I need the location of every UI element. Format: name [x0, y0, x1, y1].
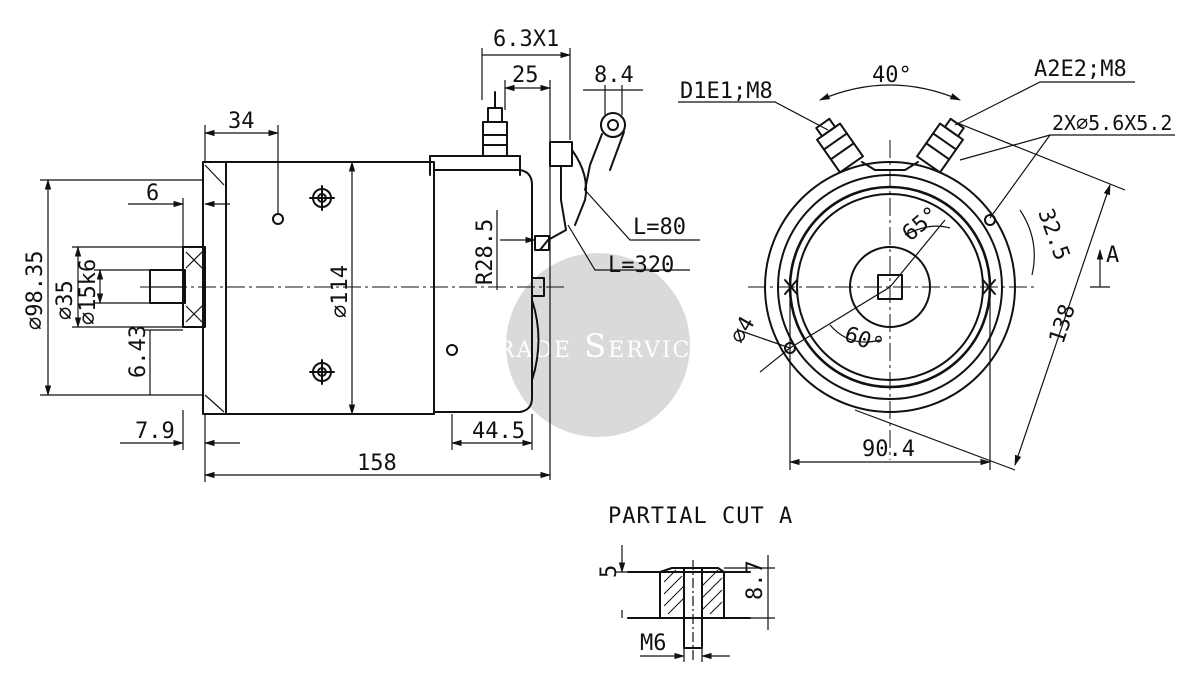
- dim-8-4: 8.4: [594, 63, 634, 88]
- dim-5: 5: [597, 565, 622, 578]
- motor-housing: [225, 161, 435, 415]
- terminal-post: [482, 91, 508, 157]
- dim-dia-35: ⌀35: [53, 280, 78, 320]
- dim-6-3x1: 6.3X1: [493, 27, 559, 52]
- terminal-d1e1: [815, 117, 864, 174]
- dim-dia-15k6: ⌀15k6: [76, 259, 101, 325]
- dim-40deg: 40°: [872, 63, 912, 88]
- side-view: 6.3X1 25 34 6 ⌀98.35 ⌀35 ⌀15k6 6.43 ⌀114…: [23, 27, 700, 482]
- dim-44-5: 44.5: [472, 419, 525, 444]
- dim-34: 34: [228, 109, 255, 134]
- dim-90-4: 90.4: [862, 437, 915, 462]
- dim-r28-5: R28.5: [473, 219, 498, 285]
- dim-m6: M6: [640, 631, 667, 656]
- dim-l80: L=80: [633, 215, 686, 240]
- hub-circle: [849, 246, 931, 328]
- dim-6-43: 6.43: [126, 325, 151, 378]
- dim-25: 25: [512, 63, 539, 88]
- front-flange: [202, 161, 227, 415]
- label-a2e2: A2E2;M8: [1034, 57, 1127, 82]
- watermark-text: Trade Service: [475, 327, 710, 365]
- dim-dia-114: ⌀114: [328, 265, 353, 318]
- dim-32-5: 32.5: [1032, 206, 1074, 264]
- dim-8-7: 8.7: [743, 560, 768, 600]
- label-holes: 2X⌀5.6X5.2: [1052, 111, 1172, 135]
- dim-7-9: 7.9: [135, 419, 175, 444]
- dim-6: 6: [146, 181, 159, 206]
- partial-cut-section: PARTIAL CUT A: [597, 504, 793, 662]
- watermark: Trade Service: [475, 253, 710, 437]
- dim-60deg: 60°: [841, 322, 887, 359]
- label-d1e1: D1E1;M8: [680, 79, 773, 104]
- dim-65deg: 65°: [898, 202, 945, 247]
- end-view: D1E1;M8 A2E2;M8 2X⌀5.6X5.2 40° 65° 32.5 …: [678, 57, 1175, 471]
- terminal-a2e2: [916, 117, 965, 174]
- dim-dia-4: ⌀4: [726, 313, 761, 348]
- dim-158: 158: [357, 451, 397, 476]
- dim-section-a: A: [1106, 243, 1119, 268]
- dim-dia-98-35: ⌀98.35: [23, 251, 48, 330]
- dim-138: 138: [1045, 301, 1081, 347]
- cable-lead: [531, 112, 626, 381]
- dim-l320: L=320: [608, 253, 674, 278]
- partial-cut-title: PARTIAL CUT A: [608, 504, 793, 529]
